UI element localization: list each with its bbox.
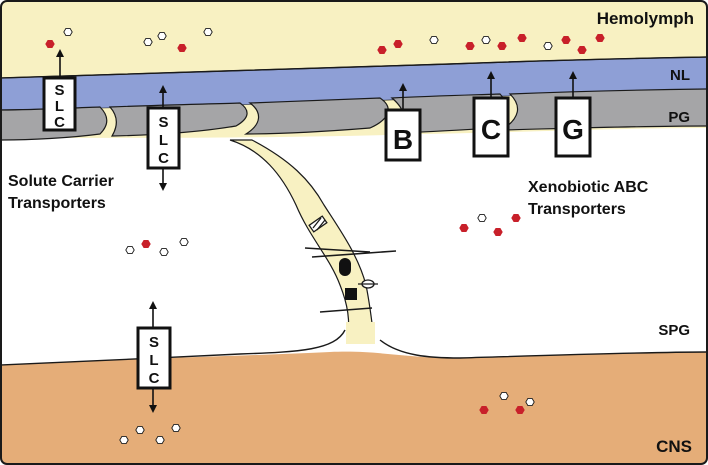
- slc-letter-l: L: [55, 98, 64, 115]
- substrate-white-molecule: [155, 435, 165, 445]
- slc-letter-c: C: [149, 370, 160, 387]
- substrate-white-molecule: [525, 397, 535, 407]
- substrate-white-molecule: [159, 247, 169, 257]
- substrate-red-molecule: [377, 45, 387, 55]
- substrate-white-molecule: [119, 435, 129, 445]
- substrate-red-molecule: [479, 405, 489, 415]
- vesicle-square: [345, 288, 357, 300]
- substrate-red-molecule: [493, 227, 503, 237]
- abc-caption-line1: Xenobiotic ABC: [528, 179, 649, 196]
- abc-letter-g: G: [562, 114, 584, 145]
- slc-transporter-nl: S L C: [42, 49, 77, 132]
- spg-bottom-edge: [2, 329, 706, 366]
- slc-caption-line2: Transporters: [8, 195, 106, 212]
- spg-layer: [2, 135, 706, 365]
- substrate-white-molecule: [125, 245, 135, 255]
- substrate-white-molecule: [135, 425, 145, 435]
- vesicle-oval: [339, 258, 351, 276]
- slc-letter-c: C: [158, 150, 169, 167]
- slc-letter-l: L: [159, 132, 168, 149]
- substrate-red-molecule: [511, 213, 521, 223]
- slc-letter-l: L: [149, 352, 158, 369]
- substrate-red-molecule: [561, 35, 571, 45]
- process-base: [346, 322, 375, 344]
- substrate-red-molecule: [515, 405, 525, 415]
- substrate-red-molecule: [393, 39, 403, 49]
- abc-letter-b: B: [393, 124, 413, 155]
- substrate-white-molecule: [203, 27, 213, 37]
- nl-top-edge: [2, 56, 706, 79]
- junction-line-1: [304, 247, 371, 253]
- substrate-white-molecule: [63, 27, 73, 37]
- slc-letter-s: S: [149, 334, 159, 351]
- substrate-red-molecule: [465, 41, 475, 51]
- abc-caption-line2: Transporters: [528, 201, 626, 218]
- hemolymph-label: Hemolymph: [597, 9, 694, 28]
- substrate-red-molecule: [45, 39, 55, 49]
- substrate-white-molecule: [543, 41, 553, 51]
- substrate-red-molecule: [577, 45, 587, 55]
- substrate-red-molecule: [141, 239, 151, 249]
- substrate-white-molecule: [477, 213, 487, 223]
- substrate-white-molecule: [481, 35, 491, 45]
- abc-transporter-b: B: [384, 83, 422, 162]
- slc-transporter-pg: S L C: [146, 85, 181, 191]
- pg-label: PG: [668, 109, 690, 126]
- abc-transporter-c: C: [472, 71, 510, 158]
- pg-cell-3: [243, 97, 389, 135]
- substrate-red-molecule: [517, 33, 527, 43]
- abc-transporter-g: G: [554, 71, 592, 158]
- slc-letter-s: S: [158, 114, 168, 131]
- junction-line-3: [319, 307, 373, 313]
- substrate-white-molecule: [499, 391, 509, 401]
- cns-label: CNS: [656, 437, 692, 456]
- substrate-red-molecule: [595, 33, 605, 43]
- cns-layer: [2, 351, 706, 463]
- slc-letter-c: C: [54, 114, 65, 131]
- substrate-red-molecule: [459, 223, 469, 233]
- substrate-white-molecule: [171, 423, 181, 433]
- substrate-red-molecule: [497, 41, 507, 51]
- substrate-red-molecule: [177, 43, 187, 53]
- junction-line-2: [311, 250, 397, 258]
- slc-letter-s: S: [54, 82, 64, 99]
- abc-letter-c: C: [481, 114, 501, 145]
- substrate-white-molecule: [143, 37, 153, 47]
- spg-label: SPG: [658, 322, 690, 339]
- pg-cell-5: [499, 88, 706, 131]
- septate-junction-mark: [308, 215, 328, 233]
- nl-label: NL: [670, 67, 690, 84]
- substrate-molecules: [45, 27, 605, 445]
- slc-transporter-cns: S L C: [136, 301, 172, 413]
- slc-caption-line1: Solute Carrier: [8, 173, 114, 190]
- substrate-white-molecule: [429, 35, 439, 45]
- substrate-white-molecule: [157, 31, 167, 41]
- substrate-white-molecule: [179, 237, 189, 247]
